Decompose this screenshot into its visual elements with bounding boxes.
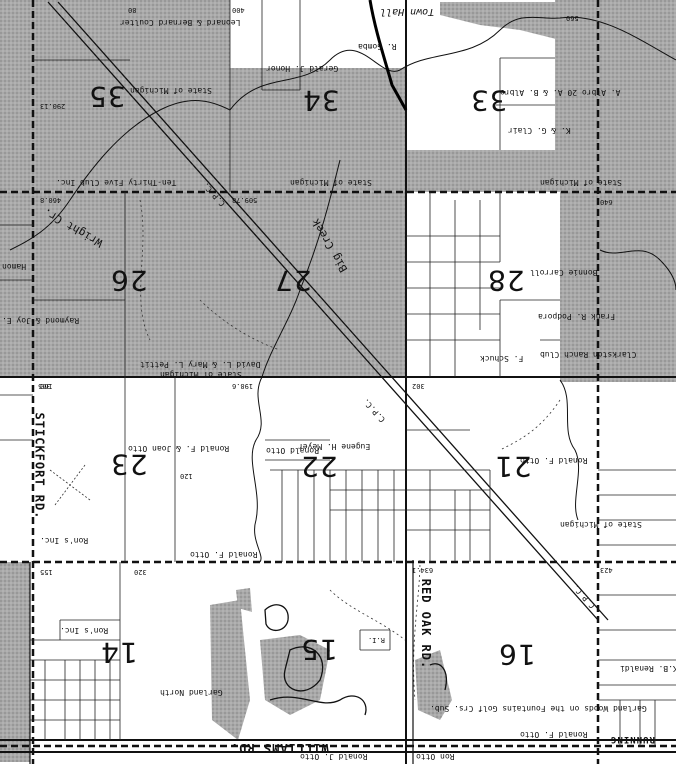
owner-label-hamon: Hamon xyxy=(2,262,27,271)
owner-label-s23-rons: Ron's Inc. xyxy=(40,536,89,545)
acreage-640: 640 xyxy=(600,198,613,206)
highway xyxy=(368,0,408,111)
road-label-red-oak: RED OAK RD. xyxy=(419,578,434,670)
section-number-22: 22 xyxy=(300,450,338,483)
owner-label-raymond: Raymond & Joy E. xyxy=(2,316,80,325)
trails xyxy=(139,199,561,701)
owner-label-coulter: Leonard & Bernard Coulter xyxy=(120,18,241,27)
acreage-155: 155 xyxy=(40,568,53,576)
acreage-460: 460.8 xyxy=(40,196,62,204)
road-label-stickfort: STICKFORT RD. xyxy=(32,412,47,520)
owner-label-pettit: David L. & Mary L. Pettit xyxy=(140,360,261,369)
owner-label-s27-state: State of Michigan xyxy=(160,370,242,379)
owner-label-ten-thirty: Ten-Thirty Five Club Inc. xyxy=(56,178,177,187)
owner-label-schuck: F. Schuck xyxy=(480,354,524,363)
acreage-560: 560 xyxy=(566,14,579,22)
acreage-80-a: 80 xyxy=(128,6,137,14)
section-number-23: 23 xyxy=(110,448,148,481)
owner-label-garland-north: Garland North xyxy=(160,688,223,697)
parcel-lines xyxy=(0,0,676,746)
owner-label-s21-otto: Ronald F. Otto xyxy=(520,456,588,465)
road-label-running: RUNNING xyxy=(610,734,655,744)
acreage-302: 302 xyxy=(412,382,425,390)
section-number-35: 35 xyxy=(88,80,126,113)
owner-label-ron-otto: Ron Otto xyxy=(416,752,455,761)
owner-label-s33-state: State of Michigan xyxy=(540,178,622,187)
section-number-16: 16 xyxy=(498,638,536,671)
owner-label-renaldi: K.B. Renaldi xyxy=(620,664,676,673)
railroad-diagonal xyxy=(47,1,609,621)
streams xyxy=(9,16,676,563)
acreage-365: 365 xyxy=(38,382,51,390)
owner-label-s16-otto: Ronald F. Otto xyxy=(520,730,588,739)
acreage-320: 320 xyxy=(134,568,147,576)
acreage-198: 198.6 xyxy=(232,382,254,390)
owner-label-garland-woods: Garland Woods on the Fountains Golf Crs.… xyxy=(430,704,647,713)
section-number-28: 28 xyxy=(487,264,525,297)
acreage-400: 400 xyxy=(232,6,245,14)
owner-label-clarkston: Clarkston Ranch Club xyxy=(540,350,637,359)
owner-label-s23-bot: Ronald F. Otto xyxy=(190,550,258,559)
acreage-634: 634.1 xyxy=(412,566,434,574)
owner-label-s34-state: State of Michigan xyxy=(290,178,372,187)
owner-label-clair: K. & G. Clair xyxy=(508,126,571,135)
owner-label-honor: Gerald J. Honor xyxy=(266,64,339,73)
owner-label-s23-otto: Ronald F. & Joan Otto xyxy=(128,444,230,453)
section-number-26: 26 xyxy=(110,264,148,297)
town-hall-label: Town Hall xyxy=(380,6,435,17)
owner-label-carroll: Bonnie Carroll xyxy=(530,268,598,277)
golf-outlines xyxy=(264,604,447,716)
survey-crosshair xyxy=(49,464,91,506)
owner-label-podpora: Frank R. Podpora xyxy=(538,312,616,321)
owner-label-s22-otto: Ronald Otto xyxy=(266,446,319,455)
acreage-509: 509.78 xyxy=(232,196,258,204)
acreage-290: 290.13 xyxy=(40,102,66,110)
section-number-14: 14 xyxy=(100,636,138,669)
owner-label-s14-rons: Ron's Inc. xyxy=(60,626,109,635)
owner-label-gomba: R. Gomba xyxy=(358,42,397,51)
section-number-27: 27 xyxy=(274,264,312,297)
owner-label-s21-state: State of Michigan xyxy=(560,520,642,529)
tag-ri: R.I. xyxy=(368,636,385,644)
owner-label-albro: A. Albro 20 A. & B. Albro xyxy=(500,88,621,97)
owner-label-s35-state: State of Michigan xyxy=(130,86,212,95)
section-number-15: 15 xyxy=(300,633,338,666)
acreage-423: 423 xyxy=(600,566,613,574)
acreage-120: 120 xyxy=(180,472,193,480)
section-number-34: 34 xyxy=(302,84,340,117)
owner-label-bottom-otto: Ronald J. Otto xyxy=(300,752,368,761)
